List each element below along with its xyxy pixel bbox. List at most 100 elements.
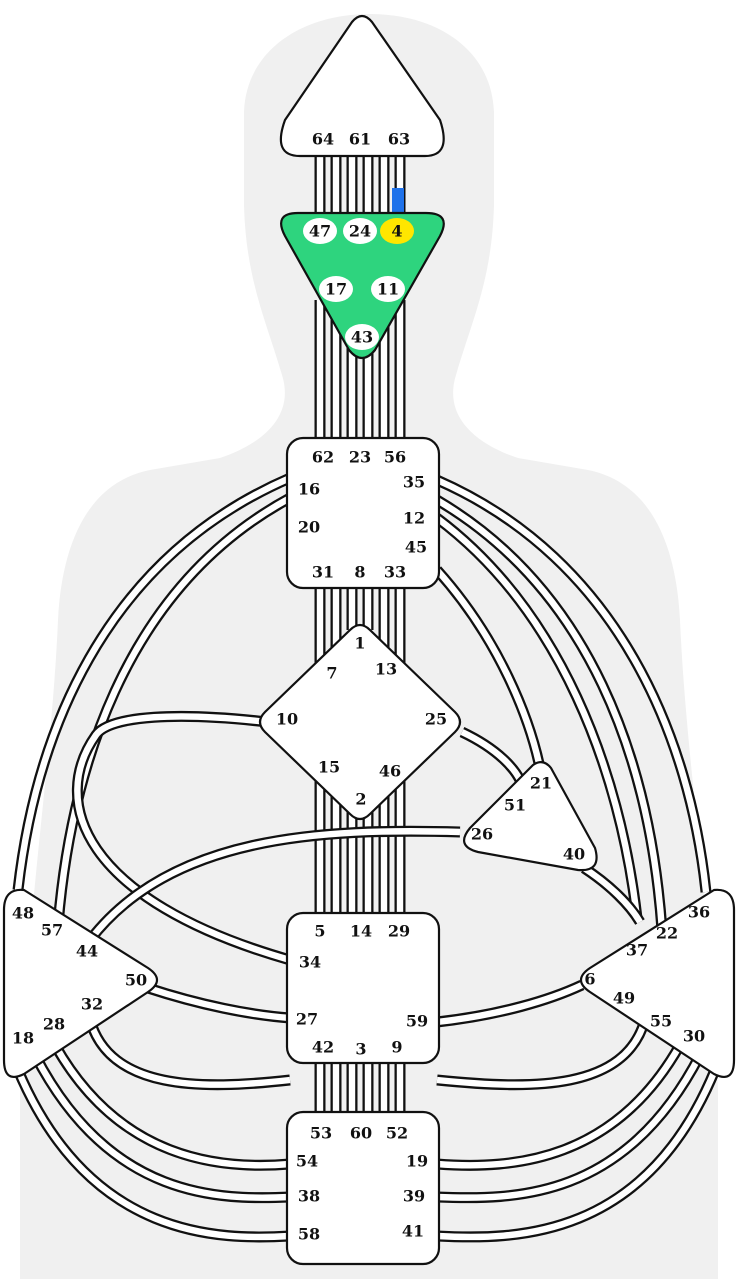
gate-label-29[interactable]: 29: [388, 922, 410, 941]
gate-label-18[interactable]: 18: [12, 1029, 34, 1048]
channel-40-fill: [147, 984, 291, 1022]
gate-label-35[interactable]: 35: [403, 473, 425, 492]
gate-bubble-17: [319, 276, 353, 302]
gate-bubble-47: [303, 218, 337, 244]
channel-45-fill: [15, 1068, 291, 1241]
gate-label-36[interactable]: 36: [688, 903, 710, 922]
gate-label-17[interactable]: 17: [325, 280, 347, 299]
gate-label-55[interactable]: 55: [650, 1012, 672, 1031]
gate-label-47[interactable]: 47: [309, 222, 331, 241]
gate-label-56[interactable]: 56: [384, 448, 406, 467]
gate-label-27[interactable]: 27: [296, 1010, 318, 1029]
channel-49-fill: [86, 1019, 291, 1088]
gate-label-25[interactable]: 25: [425, 710, 447, 729]
heart-center[interactable]: [463, 761, 598, 872]
channel-34-fill: [435, 497, 666, 931]
gate-label-10[interactable]: 10: [276, 710, 298, 729]
gate-label-28[interactable]: 28: [43, 1015, 65, 1034]
gate-label-24[interactable]: 24: [349, 222, 371, 241]
gate-label-38[interactable]: 38: [298, 1187, 320, 1206]
activation-gate-4: [392, 188, 404, 212]
gate-label-52[interactable]: 52: [386, 1124, 408, 1143]
gate-label-33[interactable]: 33: [384, 563, 406, 582]
channel-32-fill: [54, 495, 292, 926]
gate-label-14[interactable]: 14: [350, 922, 372, 941]
gate-bubble-43: [345, 324, 379, 350]
gate-label-3[interactable]: 3: [355, 1040, 366, 1059]
gate-label-32[interactable]: 32: [81, 995, 103, 1014]
gate-label-15[interactable]: 15: [318, 758, 340, 777]
g-center[interactable]: [258, 623, 462, 821]
gate-label-12[interactable]: 12: [403, 509, 425, 528]
gate-label-64[interactable]: 64: [312, 130, 334, 149]
gate-label-57[interactable]: 57: [41, 921, 63, 940]
root-center[interactable]: [285, 1110, 441, 1266]
gate-label-5[interactable]: 5: [314, 922, 325, 941]
gate-label-39[interactable]: 39: [403, 1187, 425, 1206]
gate-label-58[interactable]: 58: [298, 1225, 320, 1244]
gate-label-43[interactable]: 43: [351, 328, 373, 347]
gate-label-37[interactable]: 37: [626, 941, 648, 960]
gate-label-49[interactable]: 49: [613, 989, 635, 1008]
gate-label-23[interactable]: 23: [349, 448, 371, 467]
channel-31-fill: [14, 475, 292, 891]
gate-label-11[interactable]: 11: [377, 280, 399, 299]
solar-plexus-center[interactable]: [579, 888, 736, 1078]
gate-label-31[interactable]: 31: [312, 563, 334, 582]
gate-label-42[interactable]: 42: [312, 1038, 334, 1057]
gate-label-61[interactable]: 61: [349, 130, 371, 149]
channel-46-fill: [436, 1043, 683, 1169]
channel-33-fill: [435, 477, 710, 893]
gate-label-59[interactable]: 59: [406, 1012, 428, 1031]
gate-label-22[interactable]: 22: [656, 924, 678, 943]
channel-50-fill: [436, 1019, 649, 1088]
gate-label-48[interactable]: 48: [12, 904, 34, 923]
gate-label-9[interactable]: 9: [391, 1038, 402, 1057]
gate-label-20[interactable]: 20: [298, 518, 320, 537]
gate-label-41[interactable]: 41: [402, 1222, 424, 1241]
channel-36-fill: [434, 567, 544, 769]
gate-bubbles-layer: [303, 218, 414, 350]
gate-bubble-24: [343, 218, 377, 244]
gate-label-16[interactable]: 16: [298, 480, 320, 499]
gate-label-45[interactable]: 45: [405, 538, 427, 557]
gate-label-7[interactable]: 7: [326, 664, 337, 683]
gate-bubble-4: [380, 218, 414, 244]
gate-label-60[interactable]: 60: [350, 1124, 372, 1143]
gate-label-6[interactable]: 6: [584, 970, 595, 989]
gate-label-13[interactable]: 13: [375, 660, 397, 679]
channel-44-fill: [32, 1053, 291, 1201]
gate-label-44[interactable]: 44: [76, 942, 98, 961]
gate-label-51[interactable]: 51: [504, 796, 526, 815]
channel-38-fill: [460, 729, 523, 782]
gate-label-19[interactable]: 19: [406, 1152, 428, 1171]
channels-layer: [12, 157, 721, 1243]
gate-label-21[interactable]: 21: [530, 774, 552, 793]
gate-label-8[interactable]: 8: [354, 563, 365, 582]
spleen-center[interactable]: [2, 888, 159, 1078]
gate-label-62[interactable]: 62: [312, 448, 334, 467]
gate-label-1[interactable]: 1: [354, 634, 365, 653]
gate-label-4[interactable]: 4: [391, 222, 402, 241]
gate-label-2[interactable]: 2: [355, 790, 366, 809]
sacral-center[interactable]: [285, 911, 441, 1065]
channel-35-fill: [435, 515, 641, 919]
gate-label-34[interactable]: 34: [299, 953, 321, 972]
channel-41-fill: [436, 982, 584, 1026]
gate-label-46[interactable]: 46: [379, 762, 401, 781]
channel-48-fill: [436, 1068, 718, 1241]
head-center[interactable]: [279, 14, 445, 158]
gate-label-40[interactable]: 40: [563, 845, 585, 864]
gate-label-30[interactable]: 30: [683, 1027, 705, 1046]
throat-center[interactable]: [285, 436, 441, 590]
gate-label-53[interactable]: 53: [310, 1124, 332, 1143]
ajna-center[interactable]: [280, 211, 445, 360]
channel-37-fill: [74, 713, 291, 964]
gate-label-63[interactable]: 63: [388, 130, 410, 149]
gate-label-26[interactable]: 26: [471, 825, 493, 844]
gate-label-50[interactable]: 50: [125, 971, 147, 990]
gate-label-54[interactable]: 54: [296, 1152, 318, 1171]
channel-43-fill: [52, 1043, 291, 1169]
